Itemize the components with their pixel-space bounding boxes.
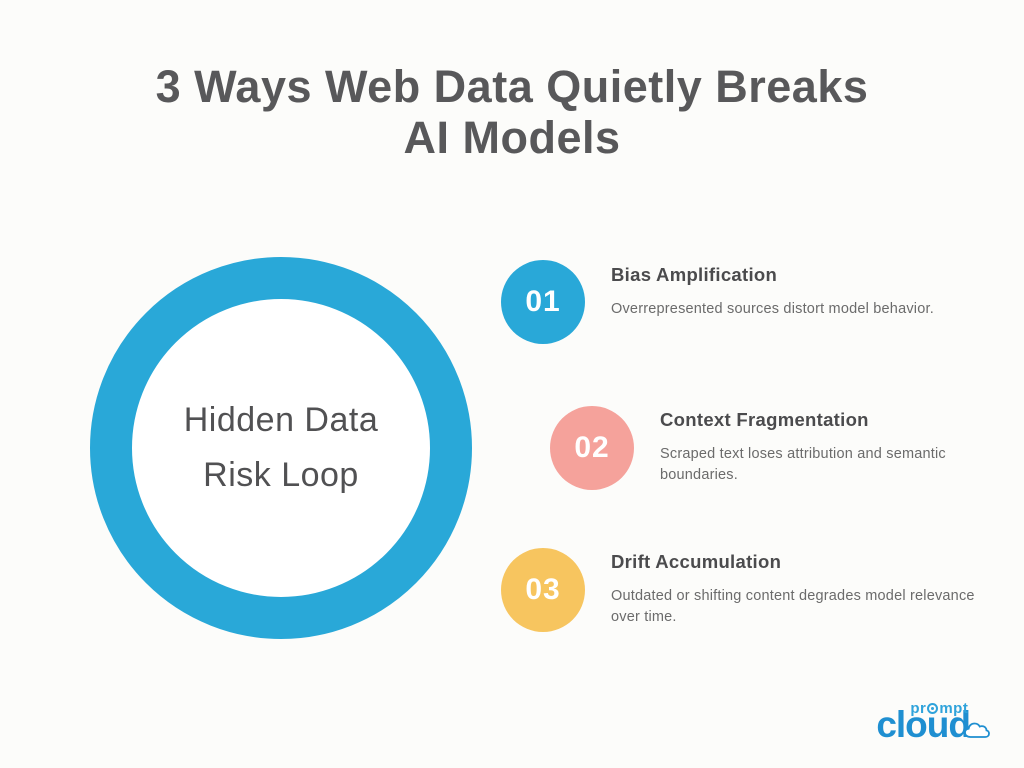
logo-cloud-wordmark: cloud (876, 703, 990, 745)
hub-label-line2: Risk Loop (203, 456, 359, 494)
logo-prompt-post: mpt (939, 699, 969, 717)
item-1-text: Bias Amplification Overrepresented sourc… (611, 264, 934, 320)
item-2-body: Scraped text loses attribution and seman… (660, 446, 946, 484)
item-3-number: 03 (525, 573, 561, 606)
hub-label-line1: Hidden Data (183, 400, 379, 439)
item-3-heading: Drift Accumulation (611, 551, 782, 572)
logo-prompt-pre: pr (910, 699, 927, 717)
item-2-heading: Context Fragmentation (660, 409, 869, 430)
item-3-body: Outdated or shifting content degrades mo… (611, 588, 975, 626)
item-2-number-badge: 02 (550, 406, 634, 490)
page-title: 3 Ways Web Data Quietly Breaks AI Models (0, 61, 1024, 164)
logo-cloud-text: cloud (876, 703, 971, 745)
hub-ring: Hidden Data Risk Loop (90, 257, 472, 639)
cloud-icon (964, 722, 990, 738)
item-3-text: Drift Accumulation Outdated or shifting … (611, 551, 996, 628)
page-title-line1: 3 Ways Web Data Quietly Breaks (155, 61, 869, 112)
target-icon (927, 702, 939, 714)
item-2-text: Context Fragmentation Scraped text loses… (660, 409, 960, 486)
item-1-number: 01 (525, 285, 561, 318)
item-1-body: Overrepresented sources distort model be… (611, 301, 934, 317)
item-3-number-badge: 03 (501, 548, 585, 632)
item-1-heading: Bias Amplification (611, 264, 778, 285)
item-1-number-badge: 01 (501, 260, 585, 344)
item-2-number: 02 (574, 431, 610, 464)
page-title-line2: AI Models (403, 111, 621, 163)
hub-label: Hidden Data Risk Loop (184, 393, 379, 503)
